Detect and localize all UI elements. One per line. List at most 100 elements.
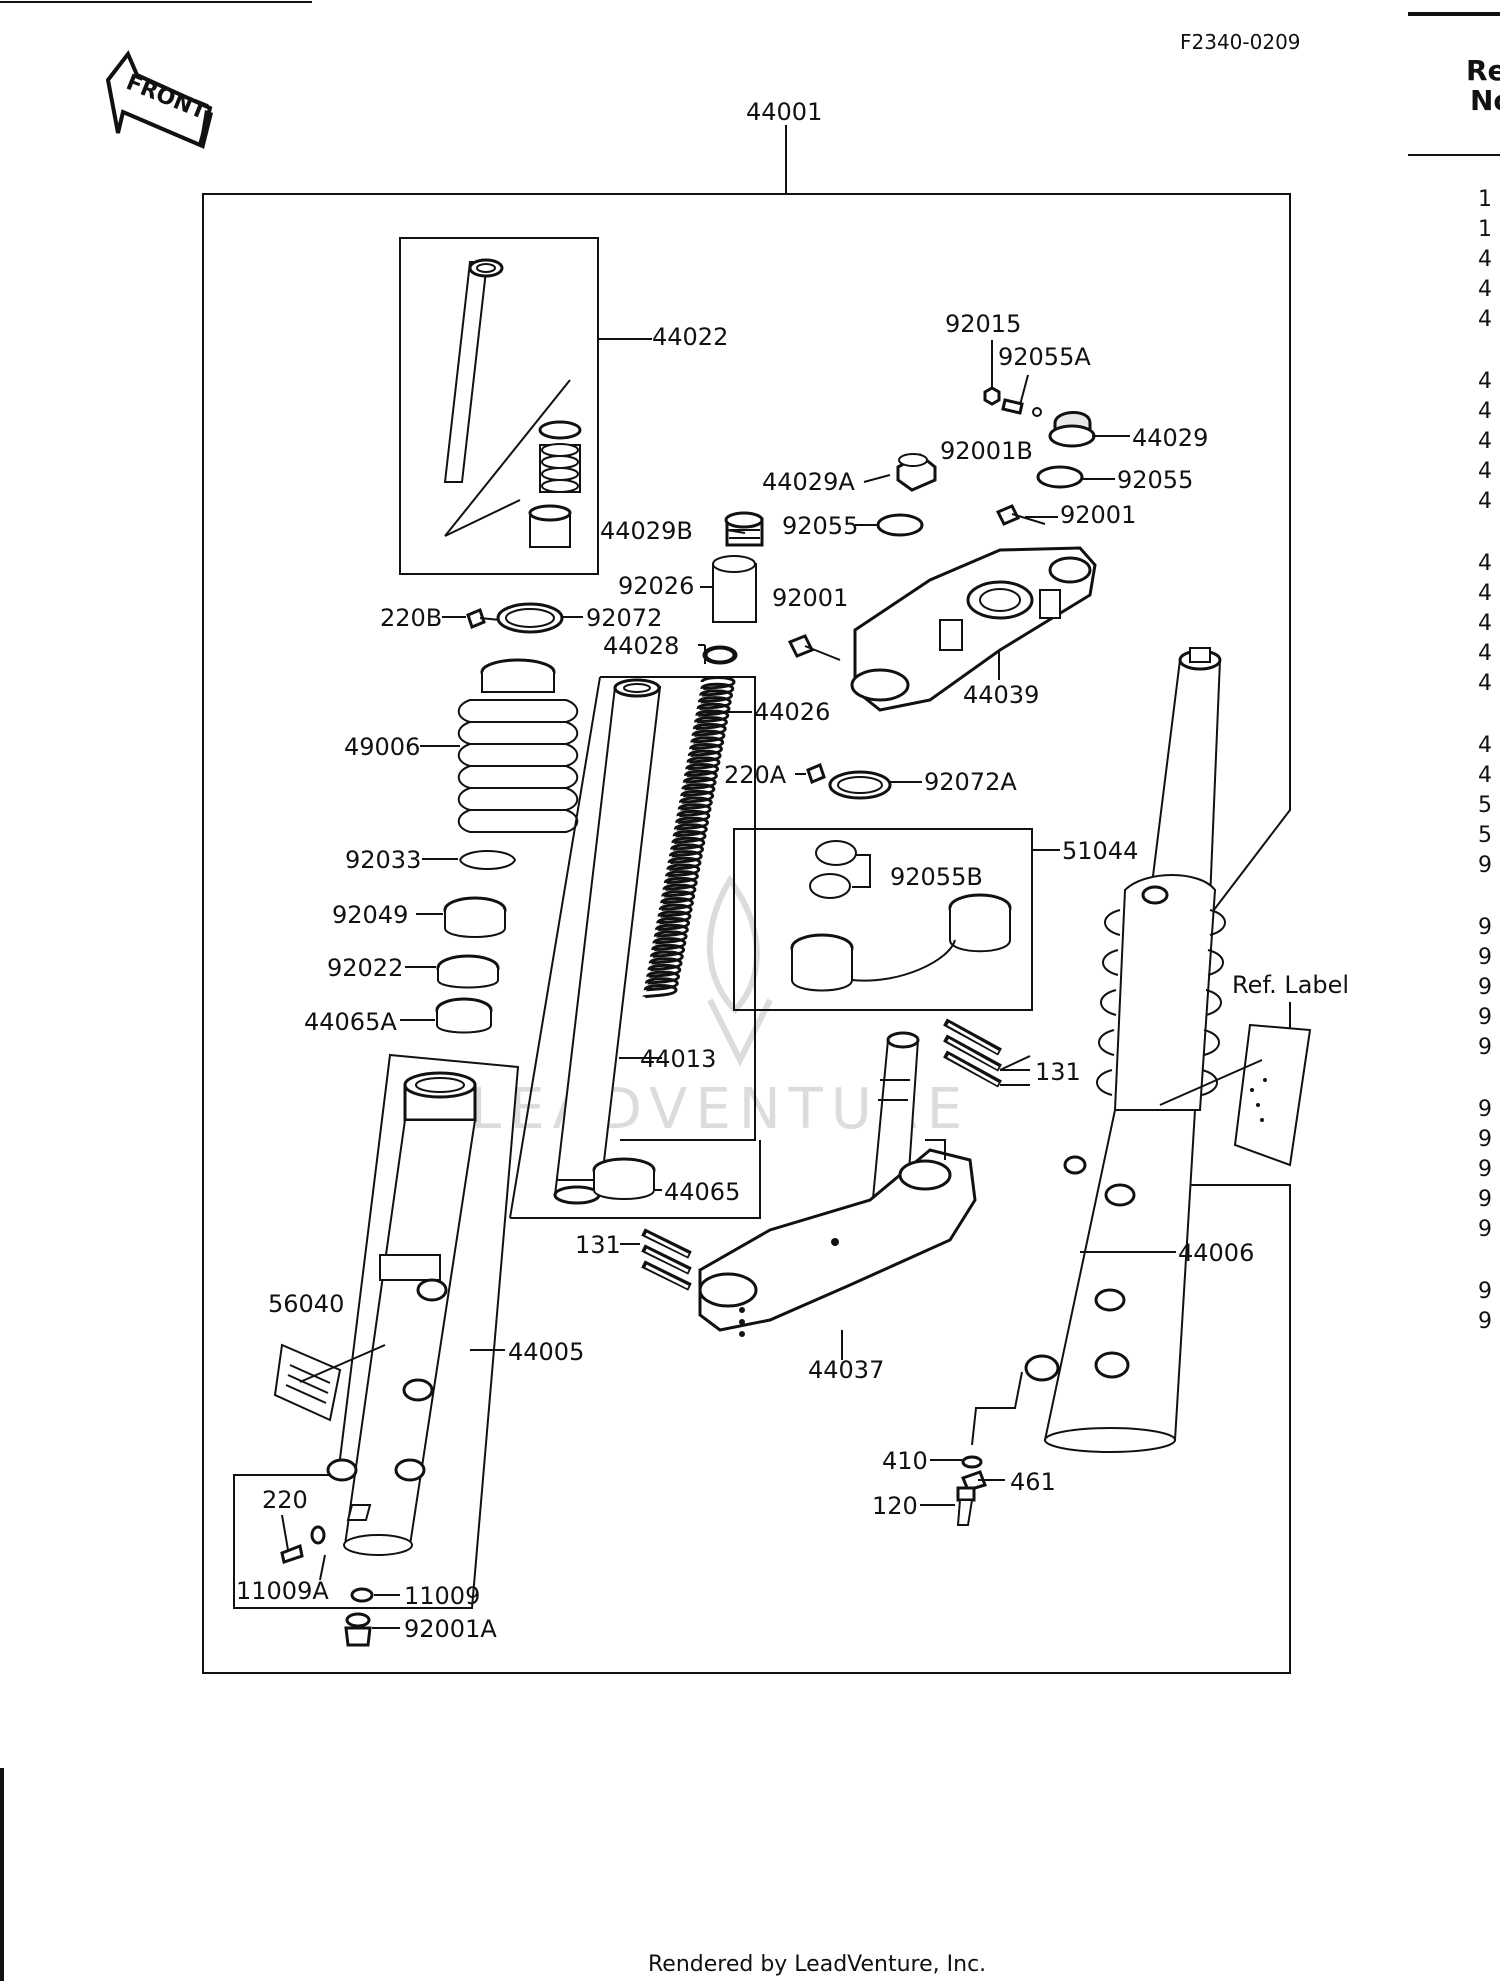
lower-triple-clamp-44037 bbox=[698, 1031, 977, 1337]
label-44001: 44001 bbox=[746, 98, 822, 126]
footer-credit: Rendered by LeadVenture, Inc. bbox=[648, 1952, 986, 1977]
label-92001-left: 92001 bbox=[772, 584, 848, 612]
table-row: 4 bbox=[1478, 551, 1492, 576]
label-92022: 92022 bbox=[327, 954, 403, 982]
label-44029: 44029 bbox=[1132, 424, 1208, 452]
label-44029A: 44029A bbox=[762, 468, 855, 496]
label-92055-right: 92055 bbox=[1117, 466, 1193, 494]
table-row: 9 bbox=[1478, 853, 1492, 878]
label-44006: 44006 bbox=[1178, 1239, 1254, 1267]
seal-ring-stack bbox=[435, 850, 517, 1034]
label-131-lower: 131 bbox=[575, 1231, 621, 1259]
table-row: 9 bbox=[1478, 915, 1492, 940]
table-row: 4 bbox=[1478, 641, 1492, 666]
label-461: 461 bbox=[1010, 1468, 1056, 1496]
label-92055-left: 92055 bbox=[782, 512, 858, 540]
label-410: 410 bbox=[882, 1447, 928, 1475]
table-row: 5 bbox=[1478, 793, 1492, 818]
label-44037: 44037 bbox=[808, 1356, 884, 1384]
label-56040: 56040 bbox=[268, 1290, 344, 1318]
label-220A: 220A bbox=[724, 761, 787, 789]
table-row: 9 bbox=[1478, 945, 1492, 970]
part-labels: 44001 44022 92015 92055A 44029 92001B 92… bbox=[236, 98, 1349, 1643]
label-ref-label: Ref. Label bbox=[1232, 971, 1349, 999]
fork-boot-49006 bbox=[457, 658, 579, 833]
damper-rod-inset-44022 bbox=[399, 237, 652, 575]
leader-lines bbox=[281, 340, 1176, 1629]
table-row: 9 bbox=[1478, 1005, 1492, 1030]
label-11009A: 11009A bbox=[236, 1577, 329, 1605]
table-row: 4 bbox=[1478, 399, 1492, 424]
label-51044: 51044 bbox=[1062, 837, 1138, 865]
label-92072A: 92072A bbox=[924, 768, 1017, 796]
label-92033: 92033 bbox=[345, 846, 421, 874]
table-row: 9 bbox=[1478, 975, 1492, 1000]
table-row: 4 bbox=[1478, 307, 1492, 332]
label-92049: 92049 bbox=[332, 901, 408, 929]
label-92001B: 92001B bbox=[940, 437, 1033, 465]
table-header-no: No bbox=[1470, 84, 1500, 117]
table-header-ref: Re bbox=[1466, 54, 1500, 87]
label-44005: 44005 bbox=[508, 1338, 584, 1366]
label-44065A: 44065A bbox=[304, 1008, 397, 1036]
label-44026: 44026 bbox=[754, 698, 830, 726]
label-120: 120 bbox=[872, 1492, 918, 1520]
table-row: 4 bbox=[1478, 581, 1492, 606]
upper-triple-clamp-44039 bbox=[787, 546, 1097, 712]
table-row: 9 bbox=[1478, 1217, 1492, 1242]
ref-label-card bbox=[1159, 1002, 1312, 1167]
warning-sticker-56040 bbox=[273, 1343, 386, 1422]
label-92015: 92015 bbox=[945, 310, 1021, 338]
clamp-92072-group bbox=[466, 602, 564, 634]
label-44039: 44039 bbox=[963, 681, 1039, 709]
clamp-92072A-group bbox=[806, 762, 892, 800]
label-92055A: 92055A bbox=[998, 343, 1091, 371]
table-row: 9 bbox=[1478, 1127, 1492, 1152]
table-row: 1 bbox=[1478, 217, 1492, 242]
label-44029B: 44029B bbox=[600, 517, 693, 545]
front-arrow-icon: FRONT bbox=[105, 50, 213, 149]
table-row: 5 bbox=[1478, 823, 1492, 848]
table-row: 4 bbox=[1478, 489, 1492, 514]
label-92072: 92072 bbox=[586, 604, 662, 632]
label-44065: 44065 bbox=[664, 1178, 740, 1206]
axle-hardware-group bbox=[956, 1371, 1023, 1526]
table-row: 4 bbox=[1478, 429, 1492, 454]
table-row: 9 bbox=[1478, 1097, 1492, 1122]
drain-screw-group bbox=[280, 1525, 374, 1647]
fork-spring-44026 bbox=[642, 676, 736, 999]
document-code: F2340-0209 bbox=[1180, 30, 1301, 54]
seal-kit-51044 bbox=[733, 828, 1060, 1011]
label-44028: 44028 bbox=[603, 632, 679, 660]
table-row: 9 bbox=[1478, 1187, 1492, 1212]
table-row: 4 bbox=[1478, 277, 1492, 302]
table-row: 4 bbox=[1478, 369, 1492, 394]
label-92001A: 92001A bbox=[404, 1615, 497, 1643]
label-44022: 44022 bbox=[652, 323, 728, 351]
label-220: 220 bbox=[262, 1486, 308, 1514]
table-row: 4 bbox=[1478, 611, 1492, 636]
label-92055B: 92055B bbox=[890, 863, 983, 891]
table-row: 9 bbox=[1478, 1309, 1492, 1334]
table-row: 4 bbox=[1478, 671, 1492, 696]
label-220B: 220B bbox=[380, 604, 442, 632]
table-row: 4 bbox=[1478, 247, 1492, 272]
label-131-upper: 131 bbox=[1035, 1058, 1081, 1086]
label-44013: 44013 bbox=[640, 1045, 716, 1073]
table-row: 9 bbox=[1478, 1035, 1492, 1060]
table-row: 9 bbox=[1478, 1157, 1492, 1182]
right-fork-leg-44006 bbox=[1024, 647, 1226, 1453]
table-row: 4 bbox=[1478, 763, 1492, 788]
left-fork-leg-44005 bbox=[233, 1053, 520, 1609]
label-92001-right: 92001 bbox=[1060, 501, 1136, 529]
table-row: 9 bbox=[1478, 1279, 1492, 1304]
bushing-44065 bbox=[592, 1157, 656, 1200]
bolts-131-upper bbox=[943, 1018, 1002, 1088]
table-row: 4 bbox=[1478, 733, 1492, 758]
label-49006: 49006 bbox=[344, 733, 420, 761]
bolts-131-lower bbox=[641, 1228, 692, 1291]
table-row: 1 bbox=[1478, 187, 1492, 212]
